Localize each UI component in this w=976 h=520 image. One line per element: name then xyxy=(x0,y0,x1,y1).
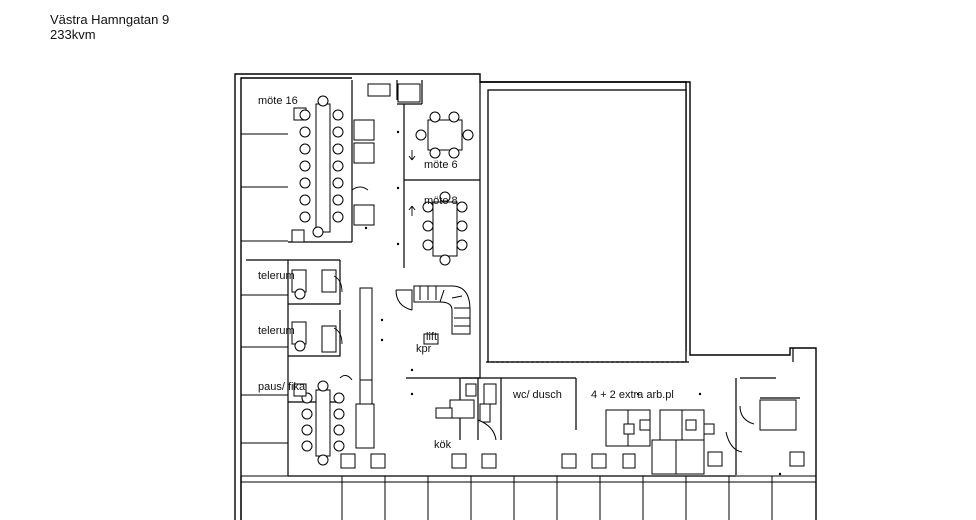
plan-address: Västra Hamngatan 9 xyxy=(50,12,170,27)
label-kpr: kpr xyxy=(416,343,432,355)
plan-area: 233kvm xyxy=(50,27,96,42)
atrium-block xyxy=(487,89,687,363)
label-paus-fika: paus/ fika xyxy=(258,381,306,393)
mote6-table xyxy=(415,111,474,159)
door-swings xyxy=(333,150,416,381)
label-extra-workstations: 4 + 2 extra arb.pl xyxy=(591,389,674,401)
mote8-table xyxy=(422,191,468,266)
label-telerum-2: telerum xyxy=(258,325,295,337)
stair-lift xyxy=(395,285,471,345)
label-mote16: möte 16 xyxy=(258,95,298,107)
mote16-table xyxy=(291,95,344,243)
label-mote6: möte 6 xyxy=(424,159,458,171)
label-kok: kök xyxy=(434,439,452,451)
label-mote8: möte 8 xyxy=(424,195,458,207)
bottom-window-mullions xyxy=(241,475,816,520)
left-window-mullions xyxy=(241,133,288,444)
label-telerum-1: telerum xyxy=(258,270,295,282)
outlet-dots xyxy=(364,130,782,476)
telerum-desks xyxy=(291,269,337,353)
kitchen-units xyxy=(435,383,497,441)
label-lift: lift xyxy=(426,331,437,343)
paus-table xyxy=(293,380,345,466)
workstations xyxy=(605,409,715,475)
bottom-chairs xyxy=(340,451,805,469)
label-wc-dusch: wc/ dusch xyxy=(512,389,562,401)
central-counters xyxy=(355,287,375,449)
right-cabinet xyxy=(725,399,797,453)
lounge-chairs xyxy=(353,83,421,226)
